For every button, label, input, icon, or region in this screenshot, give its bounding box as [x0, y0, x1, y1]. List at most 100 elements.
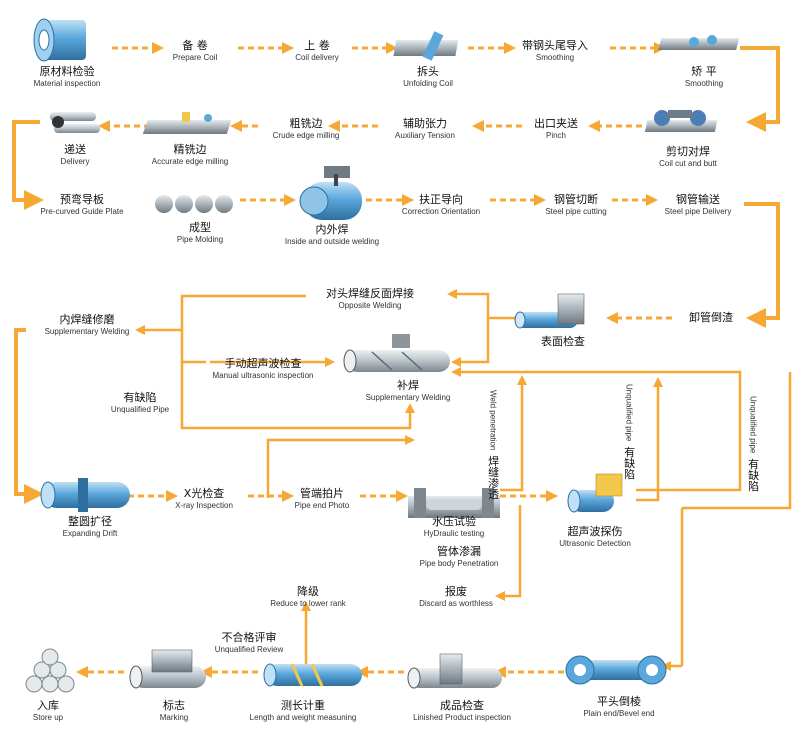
step-unqualified-pipe: 有缺陷 Unqualified Pipe [96, 391, 184, 414]
step-correction-orientation: 扶正导向 Correction Orientation [380, 193, 502, 216]
step-zh: 卸管倒渣 [689, 311, 733, 324]
milling-icon [142, 112, 232, 134]
step-manual-ultrasonic: 手动超声波检查 Manual ultrasonic inspection [190, 357, 336, 380]
step-en: Crude edge milling [272, 130, 340, 140]
step-en: Auxiliary Tension [395, 130, 455, 140]
step-en: Smoothing [535, 52, 575, 62]
step-en: Smoothing [684, 78, 724, 88]
step-supplementary-welding: 补焊 Supplementary Welding [346, 379, 470, 402]
leveler-icon [658, 35, 740, 50]
step-pinch: 出口夹送 Pinch [516, 117, 596, 140]
step-en: Material inspection [33, 78, 101, 88]
step-zh: 入库 [37, 699, 59, 712]
step-en: Coil delivery [295, 52, 339, 62]
step-unqualified-review: 不合格评审 Unqualified Review [194, 631, 304, 654]
step-zh: 内焊缝修磨 [59, 313, 115, 326]
step-en: Pipe Molding [176, 234, 224, 244]
step-zh: 上 卷 [304, 39, 330, 52]
expander-icon [40, 478, 130, 512]
left-connector-2 [14, 328, 44, 504]
step-length-weight: 测长计重 Length and weight measuning [228, 699, 378, 722]
step-en: Discard as worthless [419, 598, 493, 608]
step-en: Plain end/Bevel end [583, 708, 655, 718]
step-en: Linished Product inspection [413, 712, 511, 722]
step-en: Store up [32, 712, 64, 722]
step-plain-bevel-end: 平头倒棱 Plain end/Bevel end [560, 695, 678, 718]
step-coil-delivery: 上 卷 Coil delivery [274, 39, 360, 62]
step-zh: 带钢头尾导入 [522, 39, 588, 52]
step-inside-outside-welding: 内外焊 Inside and outside welding [262, 223, 402, 246]
step-en: Pipe body Penetration [419, 558, 499, 568]
step-zh: 报废 [445, 585, 467, 598]
step-zh: 水压试验 [432, 515, 476, 528]
measuring-icon [263, 663, 362, 687]
step-zh: 不合格评审 [221, 631, 277, 644]
vertical-unqualified-pipe-1: Unqualified pipe 有缺陷 [620, 384, 638, 479]
step-zh: 降级 [297, 585, 319, 598]
marking-icon [129, 649, 206, 689]
step-zh: 递送 [64, 143, 86, 156]
step-zh: 表面检查 [541, 335, 585, 348]
step-auxiliary-tension: 辅助张力 Auxiliary Tension [374, 117, 476, 140]
step-en: Ultrasonic Detection [559, 538, 631, 548]
step-pipe-end-photo: 管端拍片 Pipe end Photo [276, 487, 368, 510]
step-zh: 粗铣边 [289, 117, 323, 130]
beveling-icon [565, 655, 667, 685]
step-zh: 剪切对焊 [666, 145, 710, 158]
step-zh: 补焊 [397, 379, 419, 392]
step-en: Manual ultrasonic inspection [212, 370, 314, 380]
step-en: HyDraulic testing [423, 528, 485, 538]
step-zh: 成型 [189, 221, 211, 234]
step-zh: 扶正导向 [419, 193, 463, 206]
surface-check-icon [514, 293, 585, 329]
step-zh: 钢管切断 [554, 193, 598, 206]
step-zh: 精铣边 [173, 143, 207, 156]
step-en: Delivery [60, 156, 90, 166]
step-zh: X光检查 [183, 487, 225, 500]
coil-icon [33, 18, 86, 62]
vert-en: Unqualified pipe [624, 384, 634, 442]
step-pipe-molding: 成型 Pipe Molding [160, 221, 240, 244]
step-zh: 有缺陷 [123, 391, 157, 404]
step-crude-edge-milling: 粗铣边 Crude edge milling [252, 117, 360, 140]
step-pipe-delivery: 钢管输送 Steel pipe Delivery [646, 193, 750, 216]
shear-weld-icon [644, 110, 718, 132]
step-en: Pipe end Photo [294, 500, 350, 510]
defect-loop-lines [135, 289, 792, 672]
left-connector-1 [12, 120, 44, 210]
step-pipe-body-penetration: 管体渗漏 Pipe body Penetration [400, 545, 518, 568]
step-en: Unqualified Pipe [110, 404, 170, 414]
step-zh: 手动超声波检查 [224, 357, 302, 370]
step-en: Steel pipe cutting [545, 206, 607, 216]
step-en: Supplementary Welding [44, 326, 130, 336]
step-material-inspection: 原材料检验 Material inspection [14, 65, 120, 88]
step-zh: 对头焊缝反面焊接 [326, 287, 414, 300]
step-zh: 备 卷 [182, 39, 208, 52]
forming-rollers-icon [155, 195, 233, 213]
step-finished-inspection: 成品检查 Linished Product inspection [392, 699, 532, 722]
step-en: Prepare Coil [172, 52, 218, 62]
step-en: X-ray Inspection [175, 500, 233, 510]
step-hydraulic-testing: 水压试验 HyDraulic testing [400, 515, 508, 538]
step-opposite-welding: 对头焊缝反面焊接 Opposite Welding [300, 287, 440, 310]
right-connector-1 [740, 46, 780, 132]
step-en: Unfolding Coil [403, 78, 453, 88]
step-zh: 预弯导板 [60, 193, 104, 206]
step-prepare-coil: 备 卷 Prepare Coil [150, 39, 240, 62]
vert-en: Unqualified pipe [748, 396, 758, 454]
ultrasonic-icon [567, 473, 623, 513]
vert-zh: 有缺陷 [746, 458, 760, 492]
step-en: Inside and outside welding [284, 236, 380, 246]
vert-zh: 焊缝渗透 [486, 455, 500, 500]
step-en: Marking [159, 712, 189, 722]
step-en: Accurate edge milling [151, 156, 229, 166]
step-en: Opposite Welding [338, 300, 402, 310]
welding-machine-icon [299, 166, 362, 220]
step-en: Steel pipe Delivery [664, 206, 732, 216]
step-en: Pinch [545, 130, 566, 140]
step-unload-pipe: 卸管倒渣 [676, 311, 746, 325]
step-zh: 管体渗漏 [437, 545, 481, 558]
step-marking: 标志 Marking [144, 699, 204, 722]
